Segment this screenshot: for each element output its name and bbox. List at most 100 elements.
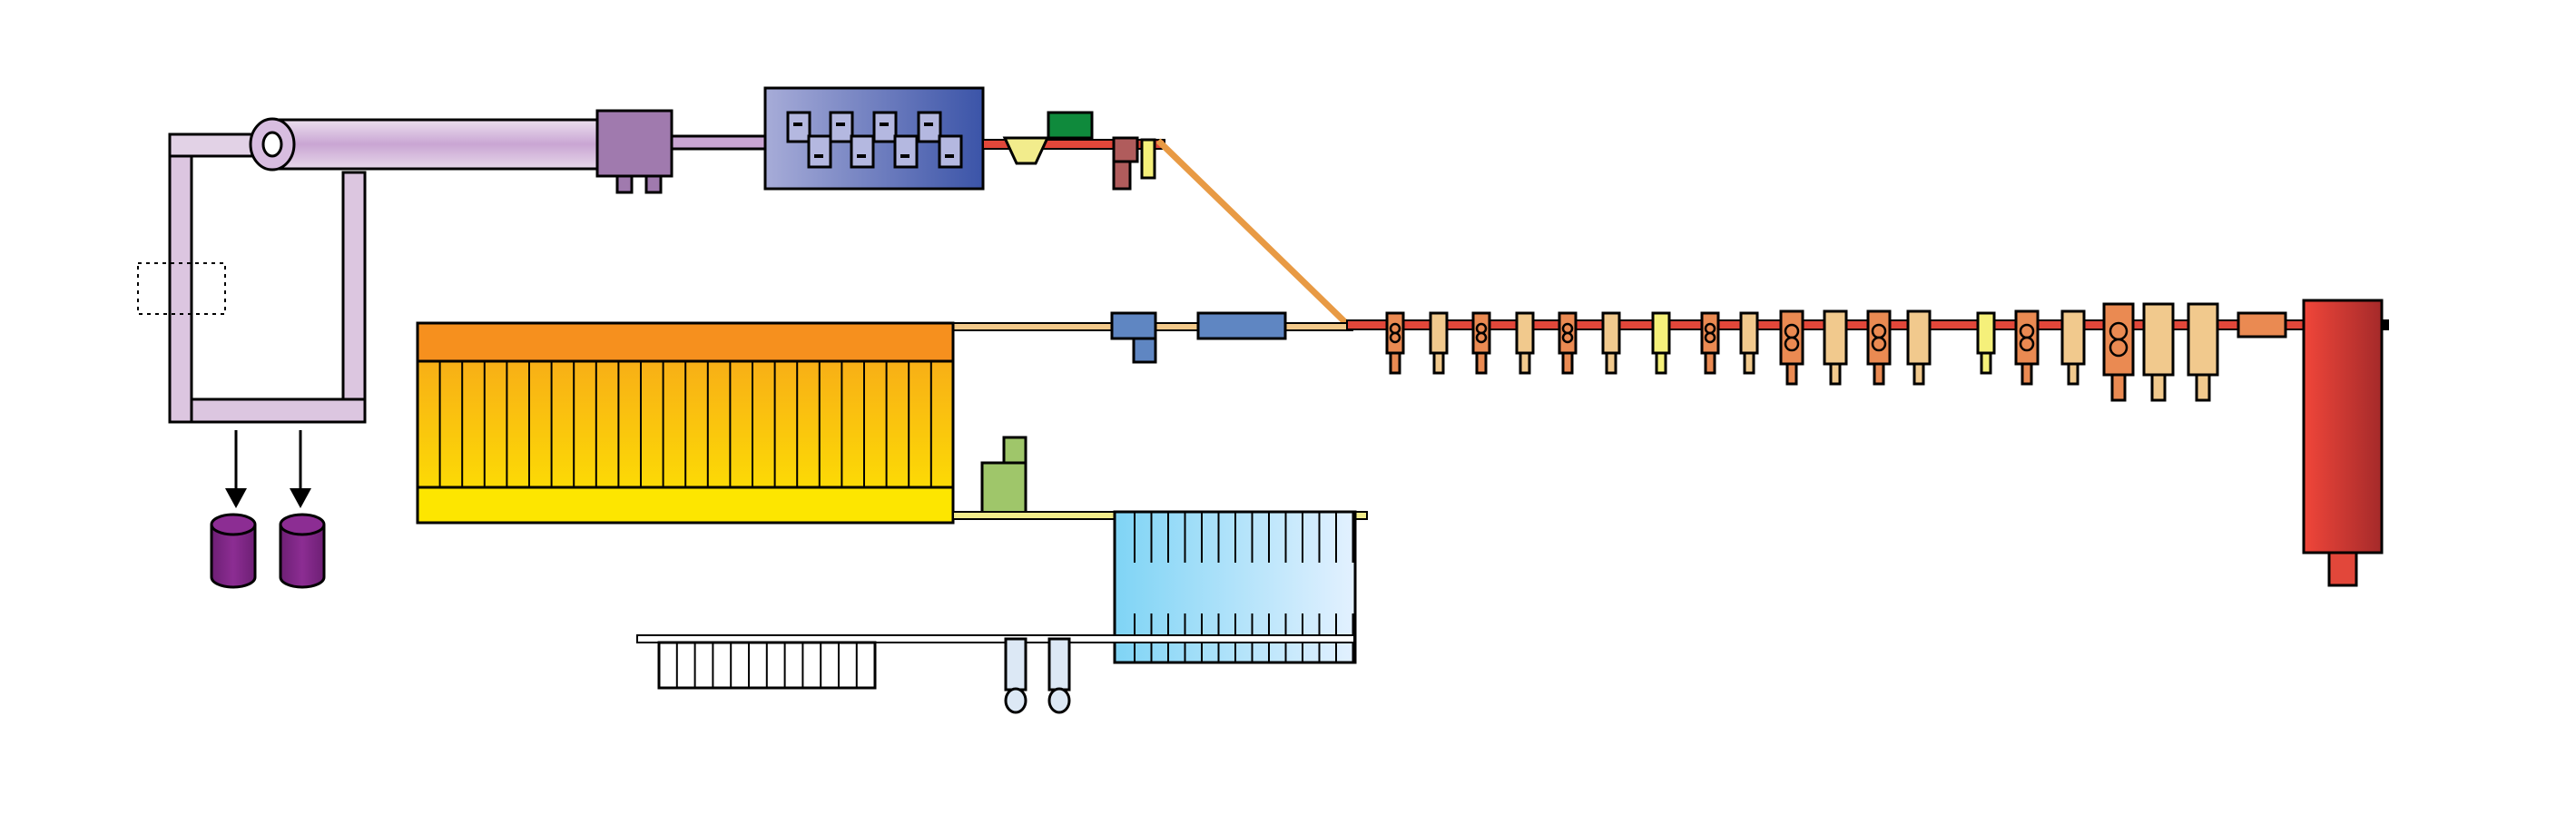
rolling-stand (1906, 309, 1932, 366)
reel-tube (270, 118, 601, 171)
cylinder-icon (279, 513, 326, 589)
furnace-end-cap (2382, 319, 2389, 330)
reel-drive-box (595, 109, 673, 178)
work-roll (1704, 331, 1716, 344)
work-roll (1561, 322, 1574, 335)
mill-cell-lower (807, 134, 832, 169)
rolling-stand (1651, 311, 1671, 355)
work-roll (1871, 336, 1887, 352)
stand-foot (1389, 351, 1401, 375)
reel-frame-right-post (341, 171, 367, 424)
reel-to-mill-link (670, 134, 769, 151)
rolling-stand (1823, 309, 1848, 366)
white-grate-slats (675, 643, 858, 688)
orange-diagonal-feed (1155, 138, 1350, 327)
stand-foot (2067, 362, 2079, 386)
rolling-stand (1429, 311, 1449, 355)
rolling-stand (2142, 302, 2175, 377)
stand-foot (1605, 351, 1617, 375)
heating-block-slats (438, 361, 932, 487)
arrow-down-icon (225, 430, 247, 508)
heating-block-top-band (416, 321, 955, 363)
reel-frame-left-post (168, 154, 193, 424)
work-roll (1389, 322, 1401, 335)
heating-cooling-block (416, 321, 955, 525)
stand-foot (1829, 362, 1842, 386)
stand-foot (2110, 373, 2127, 402)
work-roll (1871, 323, 1887, 339)
stand-foot (2020, 362, 2033, 386)
stand-foot (1519, 351, 1531, 375)
reel-tube-hole (261, 131, 283, 158)
work-roll (1475, 331, 1488, 344)
stand-foot (1475, 351, 1488, 375)
work-roll (2019, 323, 2035, 339)
red-unit-bottom (1112, 160, 1132, 191)
mill-cell-upper (872, 111, 898, 143)
stand-foot (1561, 351, 1574, 375)
lower-roller-left (1004, 637, 1027, 714)
lower-roller-right (1047, 637, 1071, 714)
rolling-stand (2187, 302, 2219, 377)
mill-cell-slot (924, 123, 933, 126)
blue-unit-a (1110, 311, 1157, 340)
reel-drive-foot-right (644, 174, 663, 194)
work-roll (2019, 336, 2035, 352)
stand-foot (1873, 362, 1885, 386)
stand-foot (1743, 351, 1755, 375)
stand-foot (1432, 351, 1445, 375)
cylinder-icon (210, 513, 257, 589)
roughing-finishing-stands (1385, 302, 2219, 402)
green-light-unit-top (1002, 436, 1027, 465)
stand-foot (2150, 373, 2167, 402)
mill-cell-slot (880, 123, 889, 126)
finishing-mill-stands (786, 111, 963, 169)
work-roll (2109, 321, 2129, 341)
mill-cell-upper (786, 111, 811, 143)
red-unit-top (1112, 136, 1139, 163)
stand-foot (1785, 362, 1798, 386)
mill-cell-upper (829, 111, 854, 143)
mill-cell-slot (814, 154, 823, 158)
work-roll (1784, 336, 1800, 352)
green-unit (1047, 111, 1094, 140)
stand-foot (2195, 373, 2211, 402)
work-roll (1389, 331, 1401, 344)
orange-coupler (2237, 311, 2287, 339)
mill-cell-lower (850, 134, 875, 169)
work-roll (1475, 322, 1488, 335)
rolling-stand (1515, 311, 1535, 355)
work-roll (1704, 322, 1716, 335)
mill-cell-slot (836, 123, 845, 126)
reel-dotted-outline (137, 262, 226, 315)
rolling-stand (1976, 311, 1996, 355)
mill-cell-slot (945, 154, 954, 158)
blue-unit-a-foot (1132, 337, 1157, 364)
hot-strip-line (1346, 319, 2384, 330)
mill-cell-upper (917, 111, 942, 143)
arrow-down-icon (290, 430, 311, 508)
stand-foot (1980, 351, 1992, 375)
mill-cell-slot (793, 123, 802, 126)
work-roll (2109, 338, 2129, 358)
rolling-stand (1601, 311, 1621, 355)
rolling-stand (1739, 311, 1759, 355)
blue-unit-b (1196, 311, 1287, 340)
mill-cell-slot (900, 154, 909, 158)
reheating-furnace (2302, 299, 2384, 554)
mill-cell-slot (857, 154, 866, 158)
stand-foot (1912, 362, 1925, 386)
work-roll (1784, 323, 1800, 339)
rolling-stand (2060, 309, 2086, 366)
mill-cell-lower (938, 134, 963, 169)
white-grate (657, 641, 877, 690)
reheating-furnace-base (2327, 551, 2358, 587)
finishing-mill-block (763, 86, 985, 191)
rolling-stand (2102, 302, 2135, 377)
reel-frame-bottom (190, 397, 367, 424)
reel-frame (168, 132, 367, 424)
stand-foot (1655, 351, 1667, 375)
yellow-small-unit (1140, 138, 1156, 180)
mill-cell-lower (893, 134, 919, 169)
